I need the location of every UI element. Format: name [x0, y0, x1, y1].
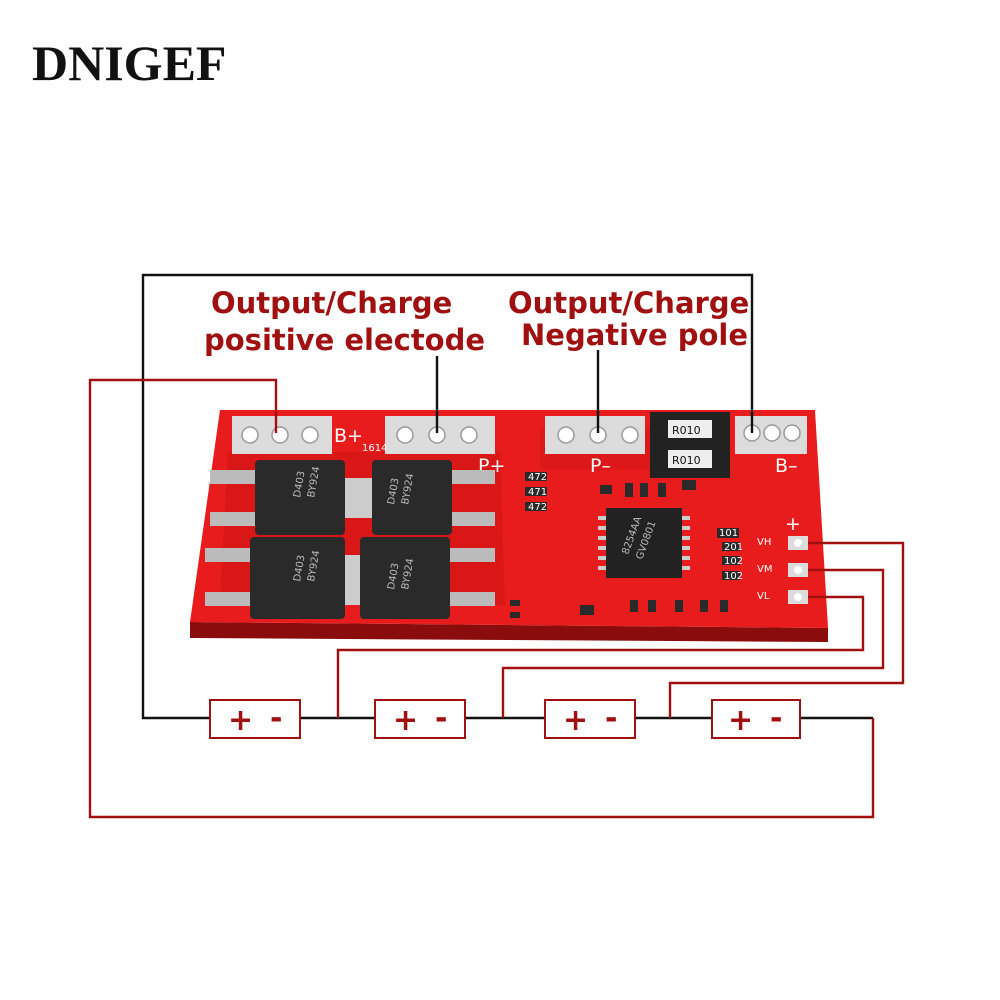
- sense-label-vm: VM: [757, 564, 772, 575]
- svg-text:R010: R010: [672, 424, 701, 437]
- shunt-resistor-bottom: R010: [650, 446, 730, 478]
- cell-4-plus: +: [728, 703, 753, 738]
- svg-text:472: 472: [528, 472, 547, 483]
- svg-text:R010: R010: [672, 454, 701, 467]
- svg-text:201: 201: [724, 542, 743, 553]
- pad-label-b-minus: B–: [775, 455, 798, 477]
- svg-text:471: 471: [528, 487, 547, 498]
- svg-text:BY924: BY924: [400, 473, 416, 506]
- cell-2-minus: -: [435, 701, 447, 736]
- callout-negative-line1: Output/Charge: [508, 286, 749, 320]
- shunt-resistor-top: R010: [650, 412, 730, 450]
- sense-label-vh: VH: [757, 537, 771, 548]
- battery-cell-1: + -: [209, 699, 301, 739]
- smd-labels: 472 471 472 101 201 102 102 1614: [362, 443, 743, 582]
- battery-cell-3: + -: [544, 699, 636, 739]
- callout-positive-line1: Output/Charge: [211, 286, 452, 320]
- pad-label-p-minus: P–: [590, 455, 611, 477]
- svg-text:BY924: BY924: [400, 558, 416, 591]
- svg-text:1614: 1614: [362, 443, 387, 454]
- cell-1-plus: +: [228, 703, 253, 738]
- svg-text:BY924: BY924: [306, 550, 322, 583]
- wire-b-plus: [88, 378, 875, 819]
- callout-negative-line2: Negative pole: [521, 318, 748, 352]
- cell-1-minus: -: [270, 701, 282, 736]
- mosfet-2: D403 BY924: [345, 460, 495, 535]
- cell-4-minus: -: [770, 701, 782, 736]
- battery-cell-4: + -: [711, 699, 801, 739]
- wires: [88, 273, 905, 819]
- cell-3-plus: +: [563, 703, 588, 738]
- wire-sense-vl: [336, 595, 865, 718]
- svg-text:102: 102: [724, 556, 743, 567]
- smd-components: [510, 472, 740, 618]
- wire-sense-vh: [668, 541, 905, 718]
- svg-text:101: 101: [719, 528, 738, 539]
- callout-positive-line2: positive electode: [204, 323, 485, 357]
- pad-b-minus: B–: [735, 416, 807, 477]
- battery-cell-2: + -: [374, 699, 466, 739]
- pad-p-minus: P–: [545, 416, 645, 477]
- pad-b-plus: B+: [232, 416, 363, 454]
- pad-label-b-plus: B+: [334, 425, 363, 447]
- mosfet-4: D403 BY924: [350, 537, 495, 619]
- callout-positive: Output/Charge positive electode: [204, 286, 485, 357]
- svg-text:D403: D403: [292, 554, 307, 582]
- cell-3-minus: -: [605, 701, 617, 736]
- brand-logo: DNIGEF: [32, 35, 226, 91]
- svg-text:BY924: BY924: [306, 466, 322, 499]
- sense-label-vl: VL: [757, 591, 770, 602]
- svg-text:472: 472: [528, 502, 547, 513]
- svg-text:D403: D403: [292, 470, 307, 498]
- svg-text:D403: D403: [386, 562, 401, 590]
- pad-p-plus: P+: [385, 416, 505, 477]
- sense-label-plus: +: [785, 513, 801, 535]
- wire-b-minus: [141, 273, 754, 720]
- sense-pads: + VH VM VL: [757, 513, 808, 604]
- battery-cells: + - + - + - + -: [209, 699, 801, 739]
- cell-2-plus: +: [393, 703, 418, 738]
- protection-ic: 8254AA GV0801: [598, 508, 690, 578]
- svg-text:D403: D403: [386, 477, 401, 505]
- svg-text:102: 102: [724, 571, 743, 582]
- callout-negative: Output/Charge Negative pole: [508, 286, 749, 352]
- pcb-board: B+ P+ P– B– R010: [190, 410, 828, 642]
- wire-sense-vm: [501, 568, 885, 718]
